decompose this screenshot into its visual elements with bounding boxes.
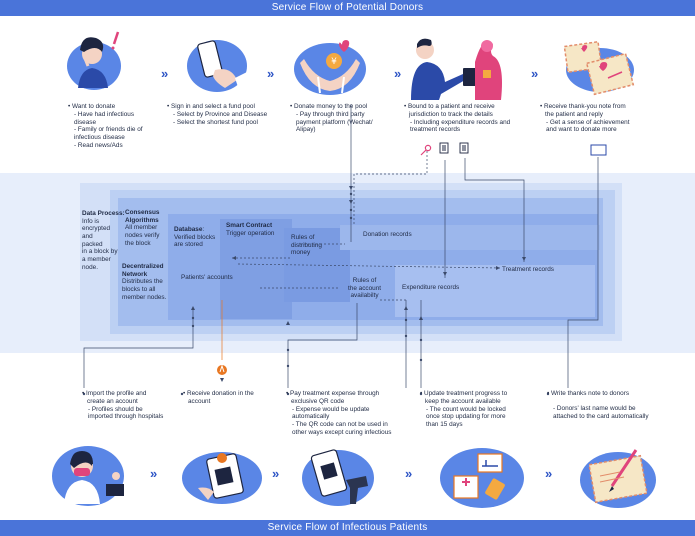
smartphone-hand-icon xyxy=(185,36,249,94)
rules-availability-label: Rules of the account availabilty xyxy=(348,277,382,300)
chevron-right-icon: » xyxy=(161,66,168,81)
hospital-treatment-icon xyxy=(438,444,526,510)
consensus-label: Consensus Algorithms All member nodes ve… xyxy=(125,209,160,247)
svg-text:¥: ¥ xyxy=(331,57,337,67)
chevron-right-icon: » xyxy=(394,66,401,81)
chevron-right-icon: » xyxy=(531,66,538,81)
records-layer xyxy=(395,265,595,317)
hands-giving-coin-icon: ¥ xyxy=(290,37,372,97)
patient-step-2-text: • Receive donation in the account xyxy=(183,390,254,405)
qr-payment-icon xyxy=(180,448,264,506)
patient-step-3-text: • Pay treatment expense through exclusiv… xyxy=(286,390,392,437)
coin-marker-icon xyxy=(217,365,227,375)
smart-contract-label: Smart Contract Trigger operation xyxy=(226,222,275,237)
patient-step-4-text: • Update treatment progress to keep the … xyxy=(420,390,508,429)
chevron-right-icon: » xyxy=(272,466,279,481)
data-process-label: Data Process: Info is encrypted and pack… xyxy=(82,210,125,271)
patient-step-5-text: • Write thanks note to donors - Donors' … xyxy=(547,390,649,420)
patients-accounts-label: Patients' accounts xyxy=(181,274,233,281)
chevron-right-icon: » xyxy=(150,466,157,481)
donor-step-1-text: • Want to donate - Have had infectious d… xyxy=(68,103,143,150)
donor-step-3-text: • Donate money to the pool - Pay through… xyxy=(290,103,373,134)
donor-flow-banner: Service Flow of Potential Donors xyxy=(0,0,695,16)
card-icon xyxy=(590,144,607,156)
chevron-right-icon: » xyxy=(267,66,274,81)
document-icon xyxy=(439,142,469,154)
thanks-card-icon xyxy=(578,446,660,510)
chevron-right-icon: » xyxy=(405,466,412,481)
chevron-right-icon: » xyxy=(545,466,552,481)
patient-step-1-text: • Import the profile and create an accou… xyxy=(82,390,164,421)
key-icon xyxy=(420,144,432,156)
smart-contract-layer xyxy=(220,219,292,319)
patient-flow-banner: Service Flow of Infectious Patients xyxy=(0,520,695,536)
donor-step-4-text: • Bound to a patient and receive jurisdi… xyxy=(404,103,511,134)
donor-step-5-text: • Receive thank-you note from the patien… xyxy=(540,103,630,134)
donation-records-layer xyxy=(340,225,600,250)
decentralized-label: Decentralized Network Distributes the bl… xyxy=(122,263,167,301)
thinking-person-icon xyxy=(66,26,128,94)
patient-binding-icon xyxy=(405,32,515,102)
treatment-records-label: Treatment records xyxy=(502,266,554,273)
doctor-headset-icon xyxy=(50,440,132,510)
database-label: Database: Verified blocks are stored xyxy=(174,226,216,249)
qr-scanner-icon xyxy=(300,446,378,508)
expenditure-records-label: Expenditure records xyxy=(402,284,460,291)
thank-you-card-icon xyxy=(560,38,640,98)
donation-records-label: Donation records xyxy=(363,231,412,238)
donor-step-2-text: • Sign in and select a fund pool - Selec… xyxy=(167,103,268,126)
rules-distributing-label: Rules of distributing money xyxy=(291,234,322,257)
